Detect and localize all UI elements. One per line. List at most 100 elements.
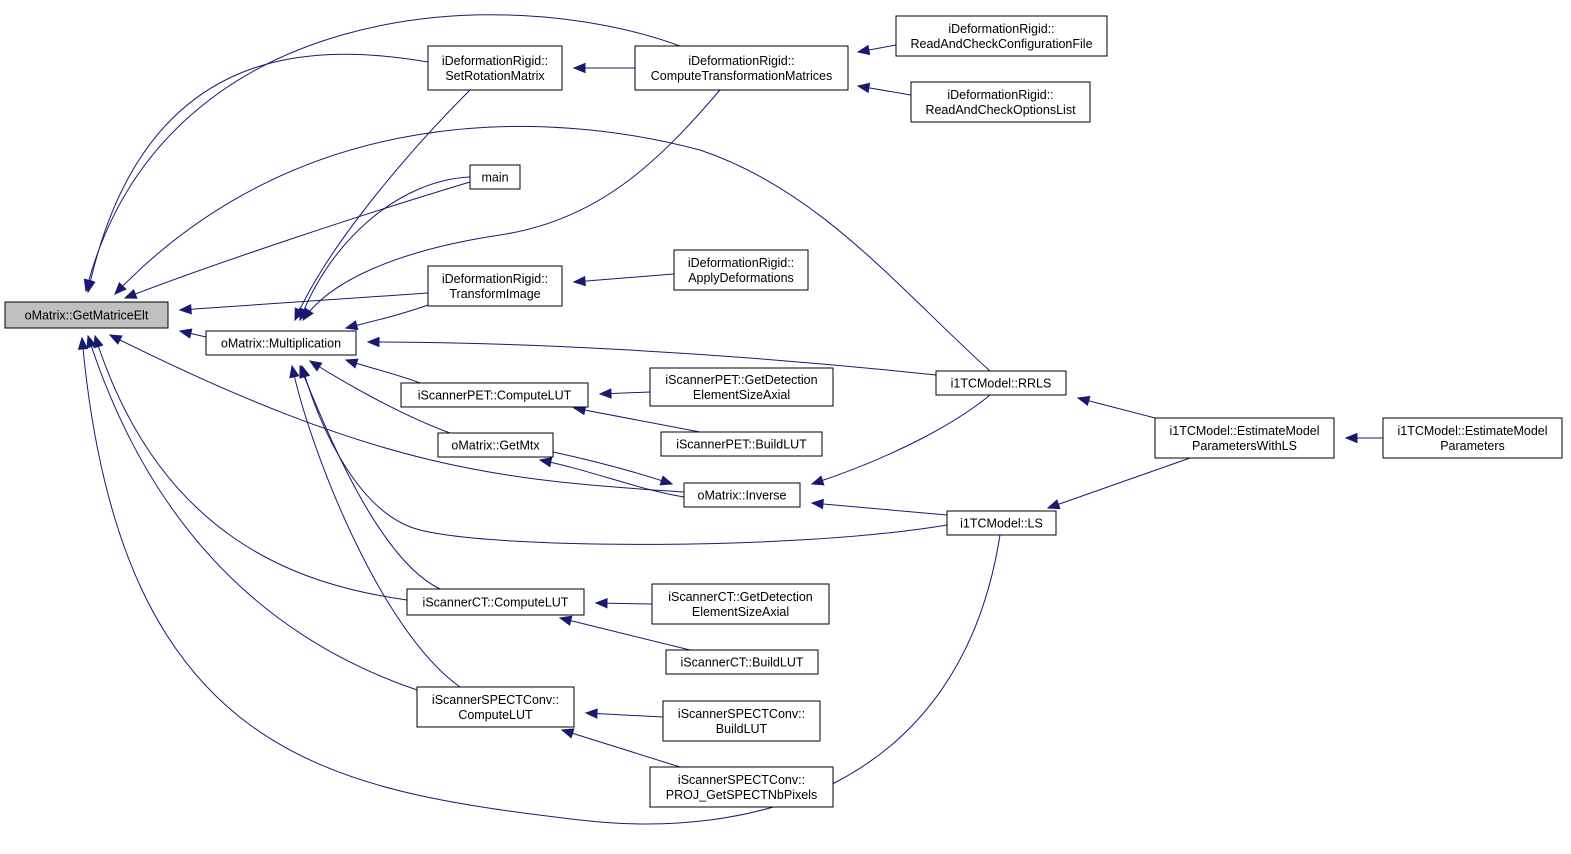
node-label: iDeformationRigid:: bbox=[442, 272, 548, 286]
edge-multiplication-to-getmatriceelt bbox=[178, 328, 207, 339]
arrowhead-icon bbox=[344, 320, 359, 331]
node-label: iScannerPET::ComputeLUT bbox=[418, 389, 572, 403]
edge-scannerct-buildlut-to-scannerct-computelut bbox=[558, 615, 691, 651]
node-label: ComputeTransformationMatrices bbox=[651, 69, 833, 83]
node-label: iDeformationRigid:: bbox=[948, 22, 1054, 36]
node-ls[interactable]: i1TCModel::LS bbox=[946, 510, 1057, 536]
node-label: Parameters bbox=[1440, 439, 1505, 453]
node-label: iScannerCT::BuildLUT bbox=[681, 656, 804, 670]
node-label: i1TCModel::EstimateModel bbox=[1397, 424, 1547, 438]
node-scannerpet-computelut[interactable]: iScannerPET::ComputeLUT bbox=[400, 382, 589, 408]
arrowhead-icon bbox=[299, 307, 309, 322]
node-box bbox=[683, 482, 801, 508]
node-label: iScannerCT::GetDetection bbox=[668, 590, 813, 604]
node-applydeformations[interactable]: iDeformationRigid::ApplyDeformations bbox=[673, 249, 809, 291]
node-box bbox=[4, 301, 169, 329]
node-label: ApplyDeformations bbox=[688, 271, 794, 285]
node-label: TransformImage bbox=[449, 287, 540, 301]
arrowhead-icon bbox=[572, 275, 586, 287]
node-label: PROJ_GetSPECTNbPixels bbox=[666, 788, 817, 802]
node-label: BuildLUT bbox=[716, 722, 768, 736]
node-box bbox=[427, 45, 563, 91]
node-readandcheckoptionslist[interactable]: iDeformationRigid::ReadAndCheckOptionsLi… bbox=[910, 81, 1091, 123]
node-spectconv-buildlut[interactable]: iScannerSPECTConv::BuildLUT bbox=[662, 700, 821, 742]
arrowhead-icon bbox=[93, 334, 104, 349]
edge-estimatewithls-to-ls bbox=[1046, 457, 1191, 510]
node-readandcheckconfigurationfile[interactable]: iDeformationRigid::ReadAndCheckConfigura… bbox=[895, 15, 1108, 57]
arrowhead-icon bbox=[560, 728, 575, 739]
edge-ls-to-getmatriceelt bbox=[77, 336, 1001, 825]
edge-ls-to-multiplication bbox=[300, 364, 948, 545]
arrowhead-icon bbox=[300, 364, 311, 379]
node-box bbox=[910, 81, 1091, 123]
node-label: oMatrix::GetMtx bbox=[451, 439, 540, 453]
edge-setrotationmatrix-to-getmatriceelt bbox=[85, 53, 429, 294]
node-scannerct-computelut[interactable]: iScannerCT::ComputeLUT bbox=[406, 588, 585, 616]
edge-scannerpet-computelut-to-multiplication bbox=[344, 358, 421, 384]
edge-rrls-to-inverse bbox=[810, 394, 991, 486]
node-multiplication[interactable]: oMatrix::Multiplication bbox=[205, 330, 357, 356]
node-spectconv-proj[interactable]: iScannerSPECTConv::PROJ_GetSPECTNbPixels bbox=[649, 766, 834, 808]
node-box bbox=[665, 649, 819, 675]
node-label: i1TCModel::LS bbox=[960, 517, 1043, 531]
arrowhead-icon bbox=[856, 82, 871, 94]
node-getmtx[interactable]: oMatrix::GetMtx bbox=[437, 432, 554, 458]
arrowhead-icon bbox=[77, 336, 89, 350]
edge-main-to-getmatriceelt bbox=[123, 181, 471, 299]
edge-readandcheckconfigurationfile-to-computetransformationmatrices bbox=[856, 44, 897, 56]
node-box bbox=[662, 700, 821, 742]
edge-transformimage-to-multiplication bbox=[344, 304, 429, 331]
edge-readandcheckoptionslist-to-computetransformationmatrices bbox=[856, 82, 912, 96]
node-box bbox=[895, 15, 1108, 57]
edge-scannerpet-buildlut-to-scannerpet-computelut bbox=[572, 404, 701, 433]
node-label: oMatrix::Inverse bbox=[698, 489, 787, 503]
node-scannerpet-getdetection[interactable]: iScannerPET::GetDetectionElementSizeAxia… bbox=[649, 367, 834, 407]
node-main[interactable]: main bbox=[469, 164, 521, 190]
edge-inverse-to-getmatriceelt bbox=[108, 334, 685, 493]
node-label: iScannerSPECTConv:: bbox=[432, 693, 559, 707]
node-getmatriceelt[interactable]: oMatrix::GetMatriceElt bbox=[4, 301, 169, 329]
arrowhead-icon bbox=[572, 62, 586, 74]
node-label: ReadAndCheckOptionsList bbox=[925, 103, 1076, 117]
node-label: SetRotationMatrix bbox=[445, 69, 545, 83]
arrowhead-icon bbox=[289, 364, 300, 379]
node-rrls[interactable]: i1TCModel::RRLS bbox=[935, 370, 1067, 396]
node-transformimage[interactable]: iDeformationRigid::TransformImage bbox=[427, 265, 563, 307]
edge-inverse-to-getmtx bbox=[538, 457, 685, 498]
node-scannerct-buildlut[interactable]: iScannerCT::BuildLUT bbox=[665, 649, 819, 675]
arrowhead-icon bbox=[1076, 395, 1091, 406]
edge-estimatewithls-to-rrls bbox=[1076, 395, 1156, 419]
arrowhead-icon bbox=[178, 328, 193, 339]
arrowhead-icon bbox=[1344, 432, 1358, 444]
edge-scannerct-getdetection-to-scannerct-computelut bbox=[594, 597, 653, 609]
node-box bbox=[935, 370, 1067, 396]
node-box bbox=[205, 330, 357, 356]
node-box bbox=[660, 431, 823, 457]
node-box bbox=[416, 686, 575, 728]
node-box bbox=[400, 382, 589, 408]
edge-spectconv-proj-to-spectconv-computelut bbox=[560, 728, 681, 768]
node-label: i1TCModel::RRLS bbox=[951, 377, 1052, 391]
node-label: iDeformationRigid:: bbox=[947, 88, 1053, 102]
node-label: oMatrix::GetMatriceElt bbox=[25, 309, 149, 323]
node-box bbox=[1382, 417, 1563, 459]
node-label: main bbox=[481, 171, 508, 185]
node-inverse[interactable]: oMatrix::Inverse bbox=[683, 482, 801, 508]
edge-spectconv-computelut-to-multiplication bbox=[289, 364, 461, 688]
node-label: iDeformationRigid:: bbox=[688, 256, 794, 270]
node-spectconv-computelut[interactable]: iScannerSPECTConv::ComputeLUT bbox=[416, 686, 575, 728]
node-setrotationmatrix[interactable]: iDeformationRigid::SetRotationMatrix bbox=[427, 45, 563, 91]
arrowhead-icon bbox=[108, 334, 123, 345]
edge-getmtx-to-inverse bbox=[552, 451, 674, 486]
node-box bbox=[673, 249, 809, 291]
arrowhead-icon bbox=[83, 278, 94, 293]
edges-layer bbox=[77, 14, 1383, 825]
node-scannerpet-buildlut[interactable]: iScannerPET::BuildLUT bbox=[660, 431, 823, 457]
node-box bbox=[469, 164, 521, 190]
node-computetransformationmatrices[interactable]: iDeformationRigid::ComputeTransformation… bbox=[634, 45, 849, 91]
edge-transformimage-to-getmatriceelt bbox=[178, 292, 429, 315]
